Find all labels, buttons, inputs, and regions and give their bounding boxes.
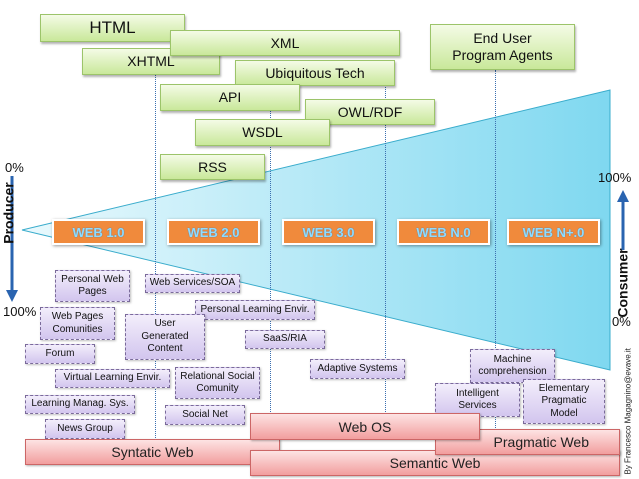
producer-top-label: 0% <box>5 160 24 175</box>
divider-line <box>155 70 156 440</box>
author-credit: By Francesco Magagnino@evave.it <box>623 348 633 475</box>
web-syntatic: Syntatic Web <box>25 439 280 465</box>
app-relational-social: Relational Social Comunity <box>175 367 260 399</box>
divider-line <box>270 70 271 440</box>
consumer-bottom-label: 0% <box>612 314 631 329</box>
era-web-2: WEB 2.0 <box>167 219 260 245</box>
consumer-label: Consumer <box>614 248 631 318</box>
app-personal-learning: Personal Learning Envir. <box>195 300 315 320</box>
consumer-top-label: 100% <box>598 170 632 185</box>
app-saas-ria: SaaS/RIA <box>245 330 325 349</box>
app-web-services-soa: Web Services/SOA <box>145 274 240 293</box>
tech-end-user-agents: End User Program Agents <box>430 24 575 70</box>
tech-xml: XML <box>170 30 400 56</box>
app-user-generated-content: User Generated Content <box>125 314 205 360</box>
app-elementary-pragmatic-model: Elementary Pragmatic Model <box>523 379 605 424</box>
tech-html: HTML <box>40 14 185 42</box>
app-forum: Forum <box>25 344 95 364</box>
divider-line <box>495 70 496 440</box>
era-web-n-plus: WEB N+.0 <box>507 219 600 245</box>
producer-label: Producer <box>0 182 17 244</box>
app-learning-management: Learning Manag. Sys. <box>25 395 135 414</box>
app-intelligent-services: Intelligent Services <box>435 383 520 417</box>
era-web-n: WEB N.0 <box>397 219 490 245</box>
app-social-net: Social Net <box>165 405 245 425</box>
web-os: Web OS <box>250 413 480 440</box>
app-machine-comprehension: Machine comprehension <box>470 349 555 383</box>
producer-arrow-icon <box>6 176 18 302</box>
era-web-3: WEB 3.0 <box>282 219 375 245</box>
app-personal-web-pages: Personal Web Pages <box>55 270 130 302</box>
app-virtual-learning: Virtual Learning Envir. <box>55 369 170 388</box>
era-web-1: WEB 1.0 <box>52 219 145 245</box>
app-adaptive-systems: Adaptive Systems <box>310 359 405 379</box>
tech-wsdl: WSDL <box>195 119 330 146</box>
consumer-arrow-icon <box>617 190 629 250</box>
divider-line <box>385 70 386 440</box>
tech-ubiquitous: Ubiquitous Tech <box>235 60 395 86</box>
app-web-pages-communities: Web Pages Comunities <box>40 307 115 340</box>
app-news-group: News Group <box>45 419 125 439</box>
tech-api: API <box>160 84 300 111</box>
tech-rss: RSS <box>160 154 265 180</box>
producer-bottom-label: 100% <box>3 304 37 319</box>
